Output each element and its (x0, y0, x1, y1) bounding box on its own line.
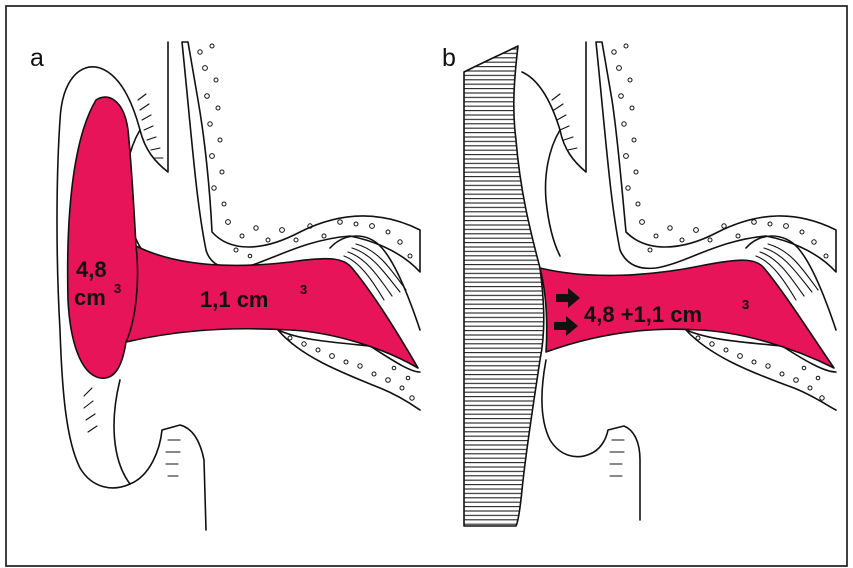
combined-volume-label: 4,8 +1,1 cm (584, 302, 702, 327)
concha-unit-label: cm (74, 285, 106, 310)
concha-unit-exponent: 3 (114, 281, 121, 296)
panel-a-letter: a (30, 44, 44, 72)
combined-volume-exponent: 3 (742, 297, 749, 312)
canal-volume-exponent: 3 (300, 282, 307, 297)
concha-volume-label: 4,8 (76, 257, 107, 282)
panel-b-letter: b (442, 44, 456, 72)
canal-volume-label: 1,1 cm (200, 287, 269, 312)
